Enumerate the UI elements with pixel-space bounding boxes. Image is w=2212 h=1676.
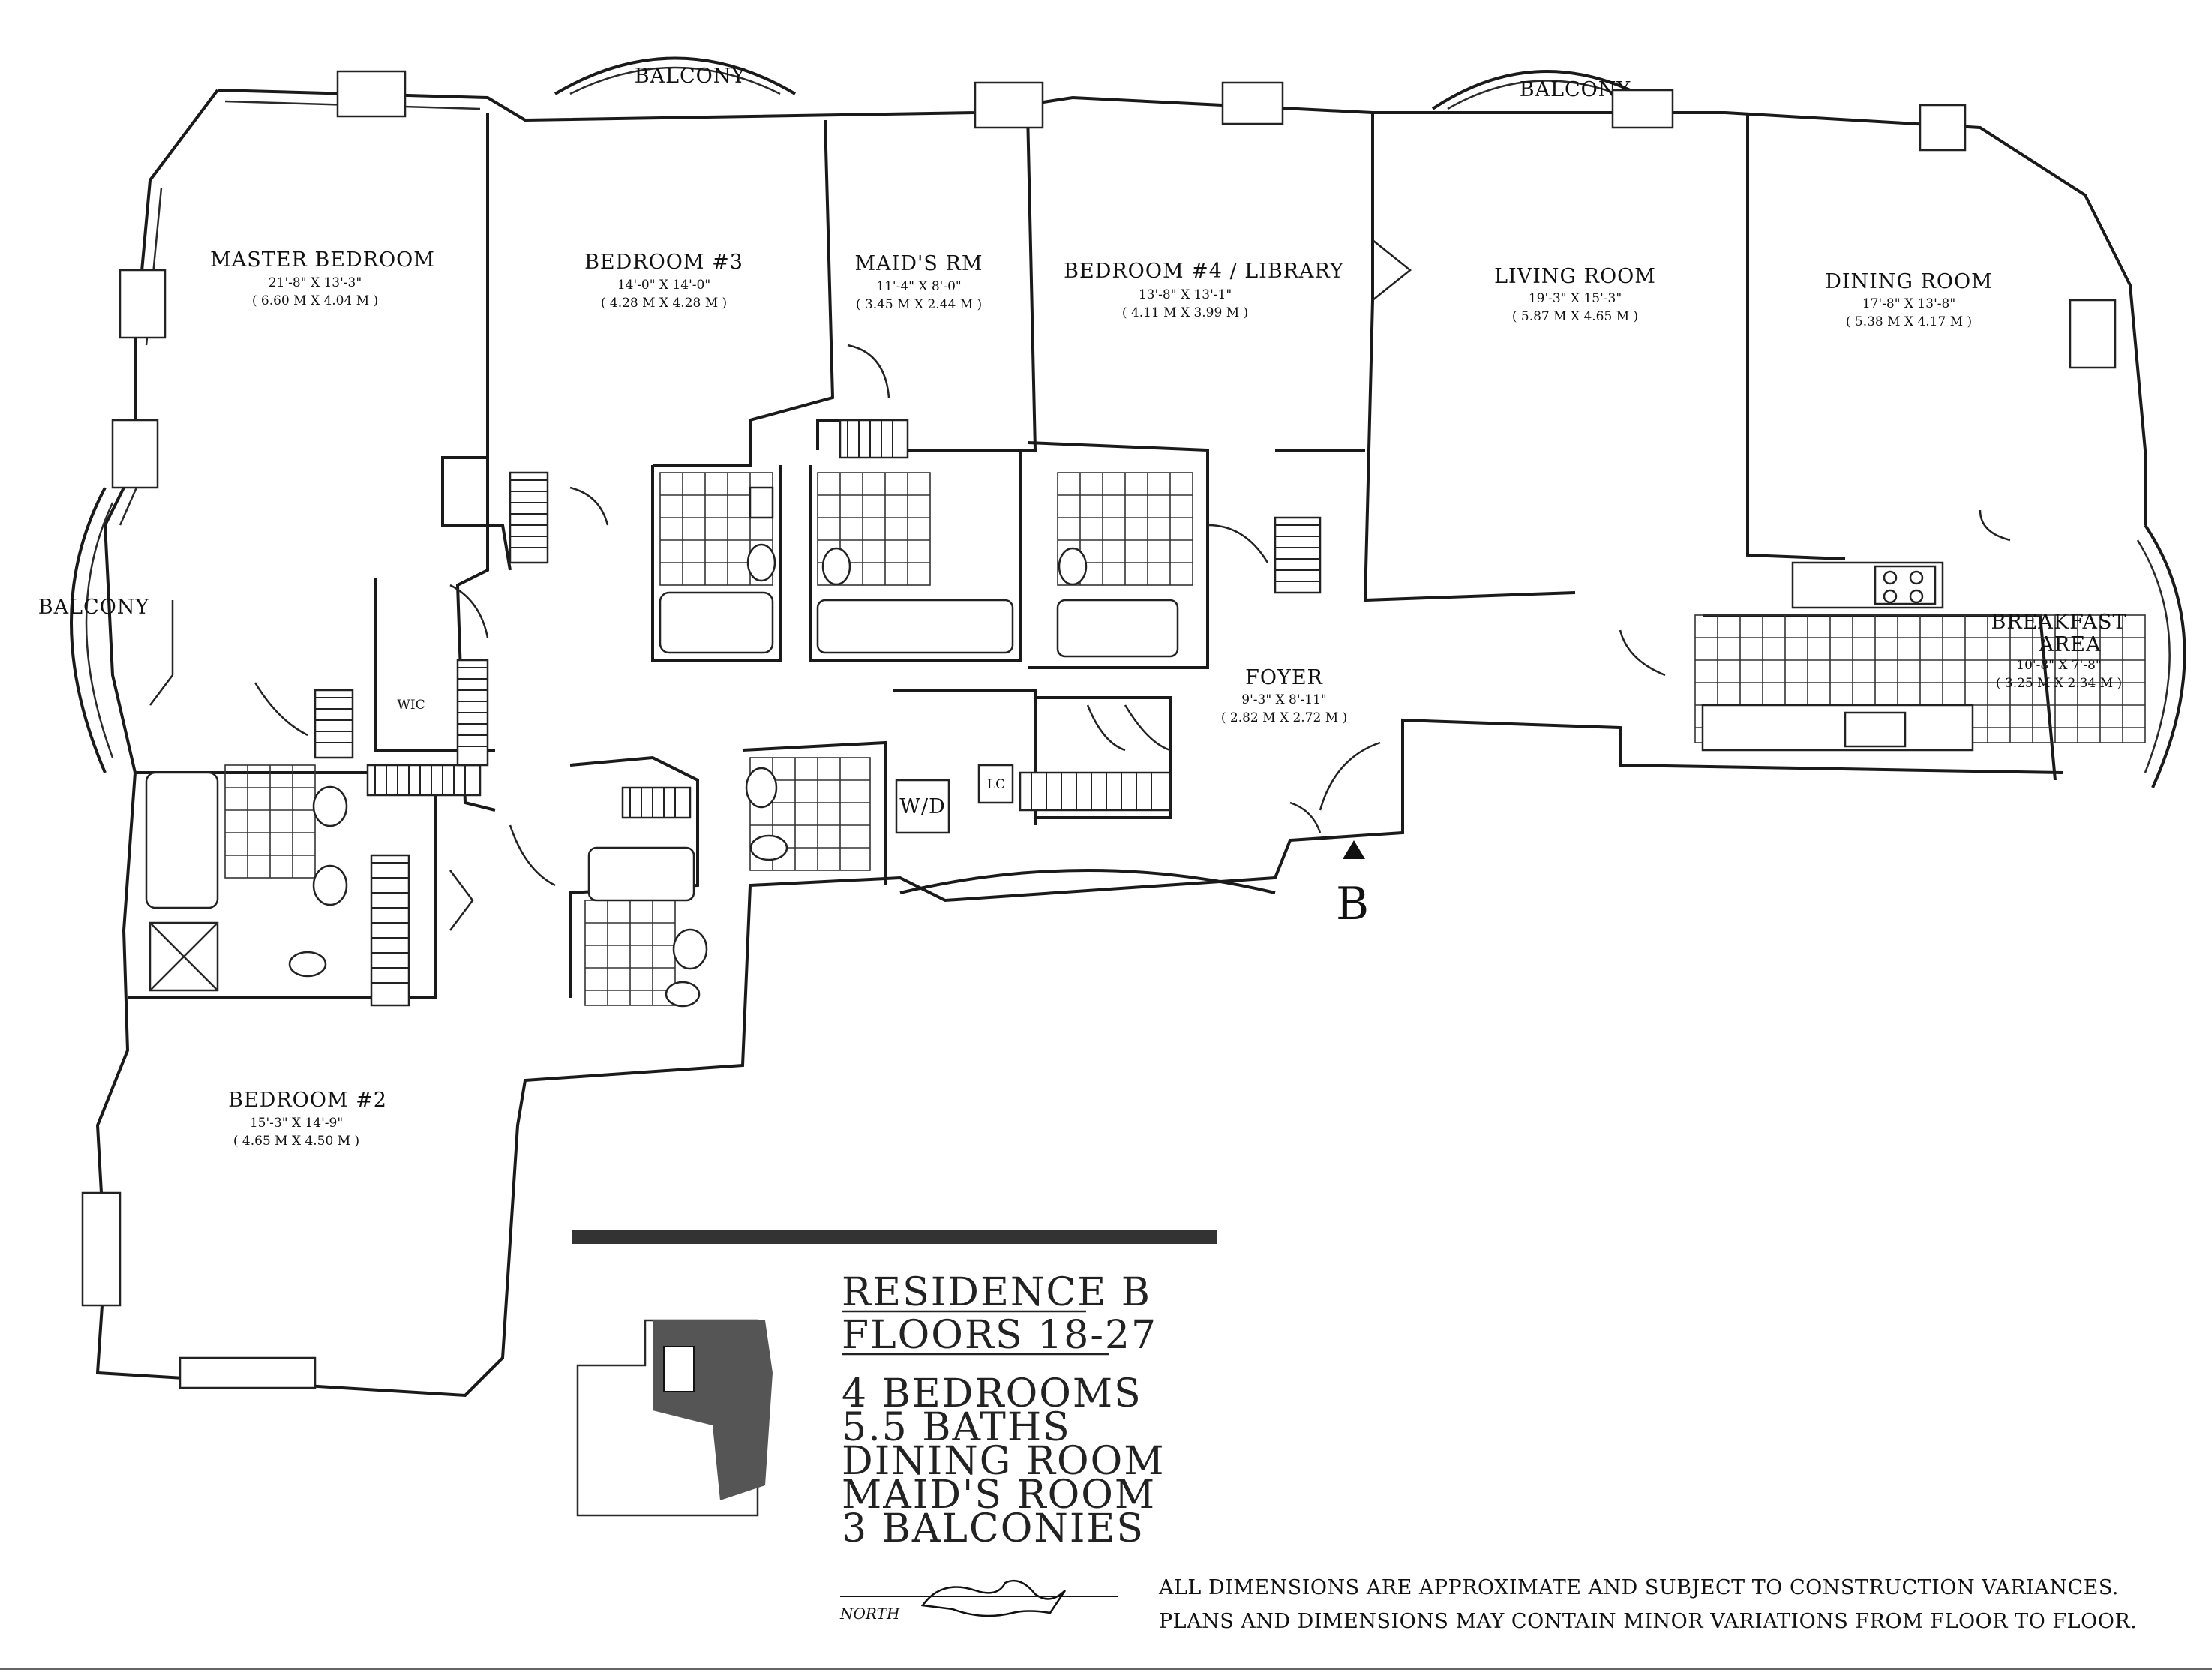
- bathroom-br4: [1056, 472, 1193, 658]
- feature-bedrooms: 4 BEDROOMS: [842, 1371, 1142, 1416]
- feature-dining: DINING ROOM: [842, 1439, 1166, 1484]
- bathroom-br3: [659, 472, 776, 654]
- bedroom2-name: BEDROOM #2: [228, 1089, 387, 1112]
- bedroom2-dim-m: ( 4.65 M X 4.50 M ): [233, 1134, 359, 1149]
- wd-label: W/D: [899, 795, 946, 818]
- disclaimer-line-1: ALL DIMENSIONS ARE APPROXIMATE AND SUBJE…: [1158, 1576, 2119, 1599]
- powder-room: [745, 757, 871, 871]
- breakfast-dim: 10'-8" X 7'-8": [2016, 658, 2101, 673]
- balcony-breakfast: [2136, 524, 2186, 788]
- bedroom2-dim: 15'-3" X 14'-9": [250, 1116, 343, 1131]
- dining-room-dim: 17'-8" X 13'-8": [1862, 296, 1955, 311]
- residence-info: RESIDENCE B FLOORS 18-27 4 BEDROOMS 5.5 …: [842, 1270, 1166, 1551]
- bathroom-master: [145, 764, 348, 992]
- master-bedroom-name: MASTER BEDROOM: [210, 248, 435, 272]
- linen-closet-box: [977, 764, 1014, 804]
- foyer-dim: 9'-3" X 8'-11": [1241, 692, 1326, 707]
- gallery-curve: [899, 869, 1276, 894]
- closets: [314, 419, 1322, 1007]
- balcony-top-left: BALCONY: [554, 56, 797, 95]
- bathroom-maid: [816, 472, 1014, 654]
- foyer-name: FOYER: [1245, 666, 1323, 689]
- lc-label: LC: [987, 777, 1005, 792]
- north-arrow-icon: NORTH: [839, 1579, 1118, 1623]
- maids-room-dim: 11'-4" X 8'-0": [876, 279, 961, 294]
- disclaimer-line-2: PLANS AND DIMENSIONS MAY CONTAIN MINOR V…: [1159, 1610, 2137, 1633]
- residence-title: RESIDENCE B: [842, 1270, 1151, 1315]
- breakfast-name: BREAKFAST: [1991, 611, 2127, 634]
- balcony-label-1: BALCONY: [635, 65, 746, 88]
- bathroom-br2: [584, 846, 708, 1008]
- balcony-label-3: BALCONY: [38, 596, 150, 619]
- master-bedroom-dim: 21'-8" X 13'-3": [269, 275, 362, 290]
- bedroom4-name: BEDROOM #4 / LIBRARY: [1064, 260, 1344, 283]
- living-room-dim: 19'-3" X 15'-3": [1529, 291, 1622, 306]
- wic-label: WIC: [397, 698, 425, 713]
- breakfast-dim-m: ( 3.25 M X 2.34 M ): [1996, 676, 2122, 691]
- living-room-dim-m: ( 5.87 M X 4.65 M ): [1512, 309, 1638, 324]
- info-rule: [572, 1230, 1217, 1244]
- feature-baths: 5.5 BATHS: [842, 1405, 1071, 1450]
- interior-walls: [128, 112, 2057, 999]
- bedroom3-dim-m: ( 4.28 M X 4.28 M ): [601, 296, 727, 311]
- windows: [81, 70, 2117, 1389]
- foyer-dim-m: ( 2.82 M X 2.72 M ): [1221, 710, 1347, 725]
- washer-dryer-box: [895, 779, 950, 834]
- maids-room-dim-m: ( 3.45 M X 2.44 M ): [856, 297, 982, 312]
- north-label: NORTH: [839, 1605, 900, 1623]
- entry-unit-letter: B: [1336, 878, 1369, 930]
- kitchen: [1694, 561, 2146, 752]
- dining-room-dim-m: ( 5.38 M X 4.17 M ): [1846, 314, 1972, 329]
- exterior-walls: [95, 89, 2147, 1398]
- breakfast-name-2: AREA: [2038, 633, 2101, 656]
- key-plan-icon: [576, 1319, 773, 1517]
- master-bedroom-dim-m: ( 6.60 M X 4.04 M ): [252, 293, 378, 308]
- feature-balconies: 3 BALCONIES: [842, 1506, 1145, 1551]
- room-labels: MASTER BEDROOM 21'-8" X 13'-3" ( 6.60 M …: [210, 248, 2126, 1149]
- balcony-left: BALCONY: [38, 487, 150, 773]
- bedroom4-dim-m: ( 4.11 M X 3.99 M ): [1122, 305, 1248, 320]
- doors: [149, 239, 2011, 931]
- floors-title: FLOORS 18-27: [842, 1313, 1157, 1358]
- entry-marker-icon: [1343, 840, 1365, 859]
- bedroom4-dim: 13'-8" X 13'-1": [1139, 287, 1232, 302]
- feature-maids: MAID'S ROOM: [842, 1473, 1156, 1518]
- bedroom3-dim: 14'-0" X 14'-0": [617, 278, 710, 293]
- dining-room-name: DINING ROOM: [1825, 270, 1993, 293]
- bedroom3-name: BEDROOM #3: [584, 251, 743, 274]
- living-room-name: LIVING ROOM: [1494, 265, 1656, 288]
- maids-room-name: MAID'S RM: [855, 252, 983, 275]
